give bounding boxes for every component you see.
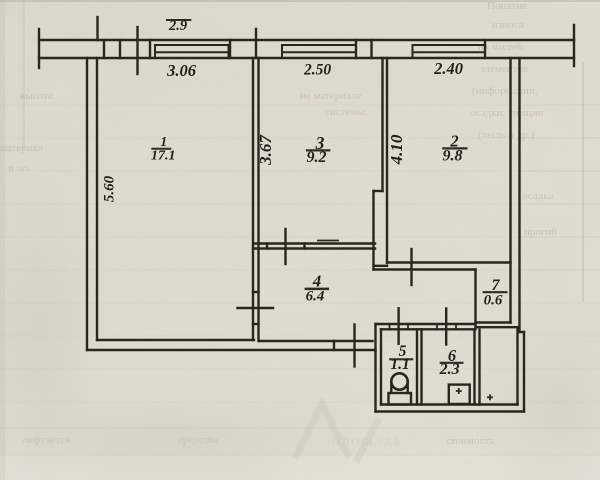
svg-text:2.3: 2.3	[439, 361, 460, 378]
svg-text:17.1: 17.1	[151, 149, 176, 164]
svg-text:0.6: 0.6	[484, 293, 503, 309]
svg-text:1.1: 1.1	[390, 356, 409, 373]
svg-text:2.9: 2.9	[168, 18, 187, 34]
svg-text:6.4: 6.4	[306, 289, 325, 305]
svg-text:2: 2	[449, 132, 458, 151]
svg-text:4.10: 4.10	[387, 134, 406, 165]
svg-text:3.67: 3.67	[256, 134, 275, 166]
svg-text:6: 6	[448, 346, 457, 365]
svg-text:5.60: 5.60	[101, 175, 117, 202]
svg-text:3: 3	[315, 133, 325, 153]
svg-text:2.40: 2.40	[433, 59, 463, 78]
svg-text:9.2: 9.2	[307, 149, 327, 166]
svg-text:1: 1	[160, 134, 167, 149]
svg-text:3.06: 3.06	[166, 61, 197, 80]
svg-text:2.50: 2.50	[303, 62, 331, 79]
svg-text:4: 4	[312, 272, 322, 291]
svg-text:7: 7	[492, 277, 501, 294]
svg-text:5: 5	[399, 343, 407, 360]
svg-text:9.8: 9.8	[443, 148, 463, 165]
